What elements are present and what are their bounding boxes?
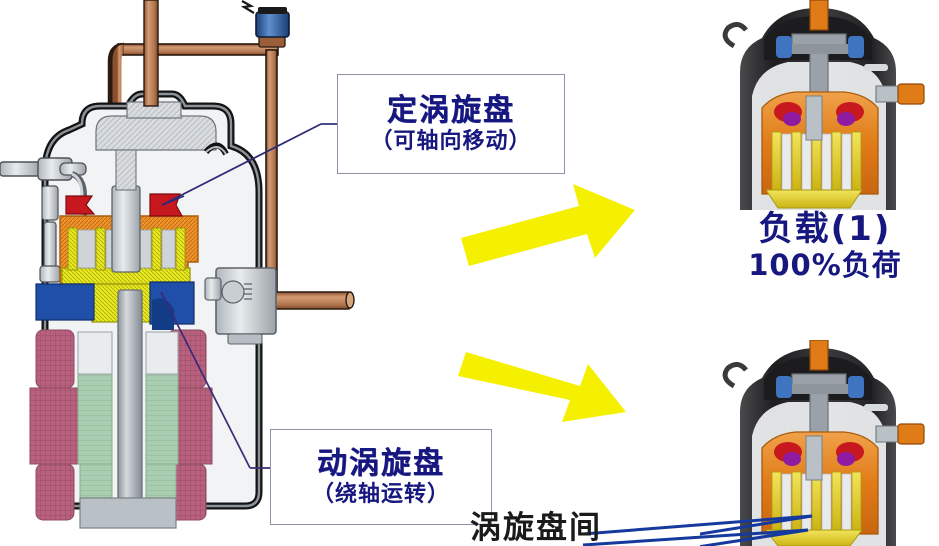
- arrow-to-load-1: [461, 184, 635, 266]
- compressor-load-100: [722, 0, 925, 210]
- callout-orbiting-scroll[interactable]: 动涡旋盘 （绕轴运转）: [270, 429, 492, 525]
- leader-fixed-b: [161, 195, 185, 206]
- callout-fixed-scroll-line2: （可轴向移动）: [370, 128, 532, 154]
- callout-fixed-scroll-line1: 定涡旋盘: [387, 93, 515, 129]
- leader-orbit: [160, 291, 251, 469]
- leader-fixed-a: [161, 123, 322, 206]
- bottom-note-leader: [582, 514, 813, 546]
- main-compressor-cutaway: [0, 0, 355, 529]
- gap-leader-lines: [700, 514, 813, 546]
- callout-orbiting-scroll-line1: 动涡旋盘: [317, 446, 445, 482]
- solenoid-valve: [240, 0, 290, 48]
- callout-fixed-scroll[interactable]: 定涡旋盘 （可轴向移动）: [337, 74, 565, 174]
- suction-port-fittings: [0, 157, 87, 283]
- seal-left: [65, 195, 96, 215]
- load-title: 负载(1): [758, 209, 892, 249]
- top-shaft-stub: [143, 0, 159, 107]
- motor-assembly: [29, 329, 213, 529]
- scroll-assembly: [35, 149, 199, 330]
- callout-orbiting-scroll-line2: （绕轴运转）: [311, 481, 450, 507]
- bottom-note-text: 涡旋盘间: [470, 510, 602, 546]
- compressor-load-unload: [700, 340, 925, 546]
- load-subtitle: 100%负荷: [748, 247, 902, 282]
- load-label-group: 负载(1) 100%负荷: [716, 209, 934, 282]
- arrow-to-load-2: [458, 352, 626, 422]
- base-blue-left: [35, 283, 95, 321]
- terminal-box: [204, 267, 277, 345]
